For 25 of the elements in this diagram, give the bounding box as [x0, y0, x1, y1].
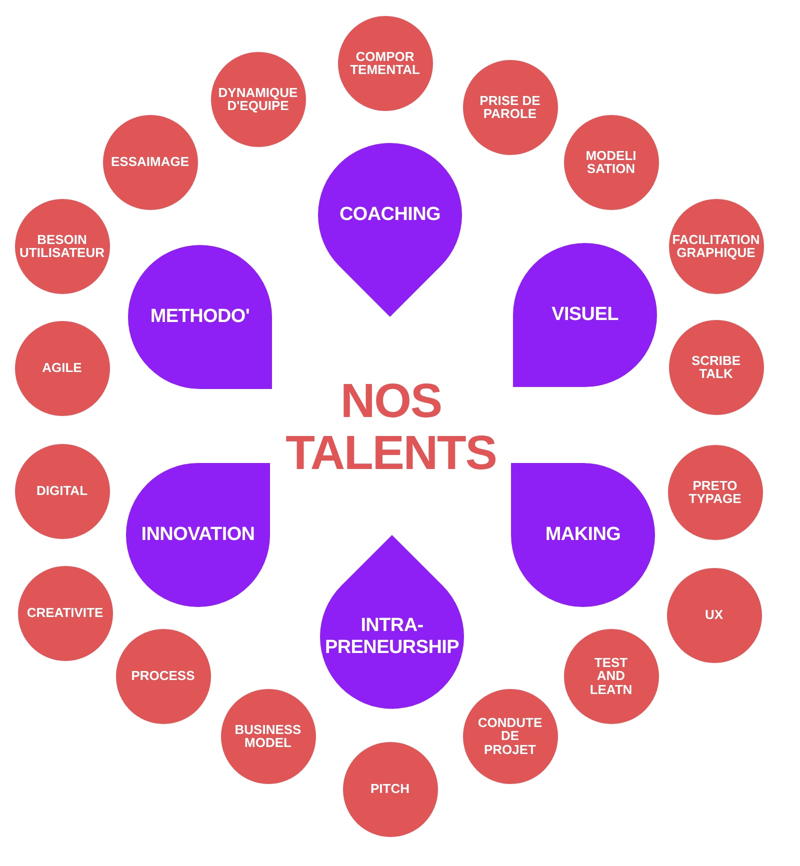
category-label: VISUEL	[551, 304, 619, 326]
skill-label: DIGITAL	[36, 484, 88, 498]
skill-label: DYNAMIQUE D'EQUIPE	[218, 86, 298, 112]
category-label: INTRA- PRENEURSHIP	[324, 614, 460, 659]
skill-label: PITCH	[370, 782, 410, 796]
skill-label: CONDUTE DE PROJET	[477, 716, 543, 756]
skill-label: CREATIVITE	[26, 606, 104, 620]
skill-label: PRETO TYPAGE	[688, 478, 742, 506]
skill-label: ESSAIMAGE	[110, 155, 190, 168]
skill-label: UX	[704, 608, 724, 622]
skill-label: SCRIBE TALK	[690, 354, 742, 380]
title: NOS TALENTS	[285, 376, 497, 480]
category-label: MAKING	[544, 524, 622, 546]
skill-label: BESOIN UTILISATEUR	[19, 232, 105, 260]
skill-label: FACILITATION GRAPHIQUE	[672, 232, 760, 260]
skill-label: PROCESS	[130, 669, 196, 682]
category-label: COACHING	[338, 204, 442, 226]
category-label: METHODO'	[150, 306, 250, 328]
skill-label: MODELI SATION	[585, 148, 637, 176]
skill-label: TEST AND LEATN	[589, 656, 633, 696]
skill-label: PRISE DE PAROLE	[479, 94, 541, 120]
skill-label: BUSINESS MODEL	[234, 722, 302, 750]
category-label: INNOVATION	[140, 524, 256, 546]
skill-label: AGILE	[42, 361, 82, 374]
skill-label: COMPOR TEMENTAL	[350, 50, 420, 76]
